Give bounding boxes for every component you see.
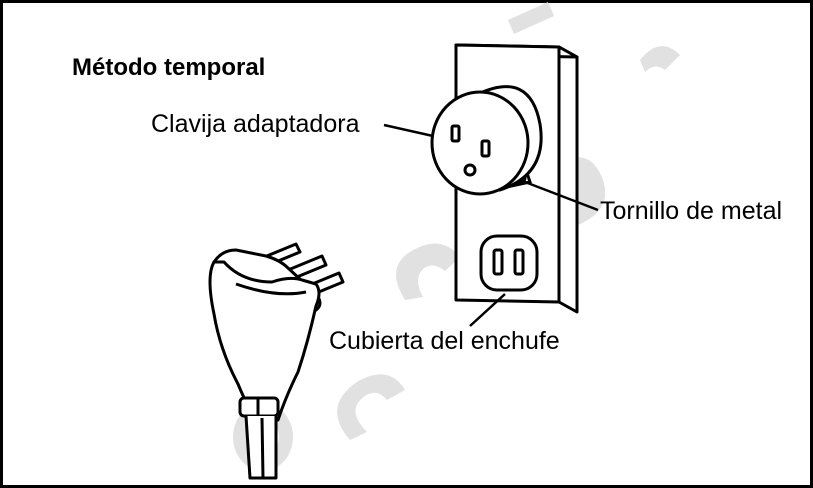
label-metal-screw: Tornillo de metal xyxy=(600,197,783,225)
diagram-title: Método temporal xyxy=(72,54,266,81)
label-adapter-plug: Clavija adaptadora xyxy=(151,110,360,138)
three-prong-plug xyxy=(208,242,345,480)
leader-screw xyxy=(524,180,599,212)
adapter-plug xyxy=(430,85,543,196)
plug-head-body xyxy=(208,260,321,422)
adapter-slot-left xyxy=(450,124,461,143)
leader-cover xyxy=(469,293,506,327)
leader-lines xyxy=(383,123,599,327)
receptacle-slot-right xyxy=(513,248,525,276)
adapter-face xyxy=(430,90,530,196)
receptacle-slot-left xyxy=(492,248,504,276)
receptacle-body xyxy=(479,234,539,292)
lower-receptacle xyxy=(479,234,539,292)
outlet-plate-side xyxy=(557,45,579,314)
adapter-slot-right xyxy=(480,139,491,158)
label-outlet-cover: Cubierta del enchufe xyxy=(329,327,560,355)
adapter-ground-hole xyxy=(463,163,477,177)
leader-adapter xyxy=(383,123,434,138)
